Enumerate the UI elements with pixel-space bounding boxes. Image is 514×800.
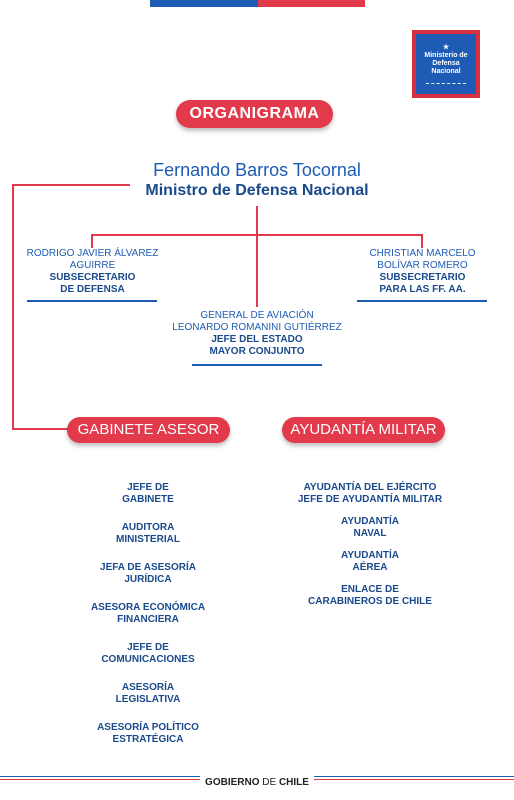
connector-horizontal (91, 234, 423, 236)
right-sub-name-1: CHRISTIAN MARCELO (369, 248, 476, 259)
center-sub-name-1: GENERAL DE AVIACIÓN (200, 310, 314, 321)
connector-left-bottom (12, 428, 68, 430)
connector-right-drop (421, 234, 423, 248)
top-flag-bar (150, 0, 365, 7)
right-sub-name-2: BOLÍVAR ROMERO (377, 260, 468, 271)
right-sub-role-1: SUBSECRETARIO (379, 272, 466, 283)
ministry-logo: ★ Ministerio de Defensa Nacional (412, 30, 480, 98)
connector-left-top (12, 184, 130, 186)
right-sub-role-2: PARA LAS FF. AA. (379, 284, 466, 295)
footer: GOBIERNO DE CHILE (0, 772, 514, 794)
connector-center-vertical (256, 206, 258, 307)
star-icon: ★ (442, 44, 450, 51)
center-sub-name-2: LEONARDO ROMANINI GUTIÉRREZ (172, 322, 342, 333)
section-ayudantia-militar: AYUDANTÍA MILITAR (282, 417, 445, 443)
top-bar-blue (150, 0, 258, 7)
subsecretario-defensa-box: RODRIGO JAVIER ÁLVAREZ AGUIRRE SUBSECRET… (20, 248, 165, 296)
section-gabinete-asesor: GABINETE ASESOR (67, 417, 230, 443)
left-sub-name-2: AGUIRRE (69, 260, 116, 271)
logo-line-1: Ministerio de (424, 52, 468, 59)
minister-title: Ministro de Defensa Nacional (145, 182, 369, 199)
center-sub-role-1: JEFE DEL ESTADO (211, 334, 303, 345)
jefe-estado-mayor-box: GENERAL DE AVIACIÓN LEONARDO ROMANINI GU… (157, 310, 357, 358)
center-sub-underline (192, 364, 322, 366)
footer-label: GOBIERNO DE CHILE (205, 777, 309, 788)
logo-line-3: Nacional (431, 68, 461, 75)
left-sub-underline (27, 300, 157, 302)
logo-line-2: Defensa (432, 60, 460, 67)
left-sub-role-2: DE DEFENSA (60, 284, 125, 295)
connector-left-drop (91, 234, 93, 248)
center-sub-role-2: MAYOR CONJUNTO (209, 346, 305, 357)
right-sub-underline (357, 300, 487, 302)
left-sub-name-1: RODRIGO JAVIER ÁLVAREZ (26, 248, 159, 259)
subsecretario-ffaa-box: CHRISTIAN MARCELO BOLÍVAR ROMERO SUBSECR… (350, 248, 495, 296)
connector-left-vertical (12, 184, 14, 430)
left-sub-role-1: SUBSECRETARIO (49, 272, 136, 283)
top-bar-red (257, 0, 365, 7)
minister-name: Fernando Barros Tocornal (153, 160, 361, 180)
page-title: ORGANIGRAMA (176, 100, 333, 128)
